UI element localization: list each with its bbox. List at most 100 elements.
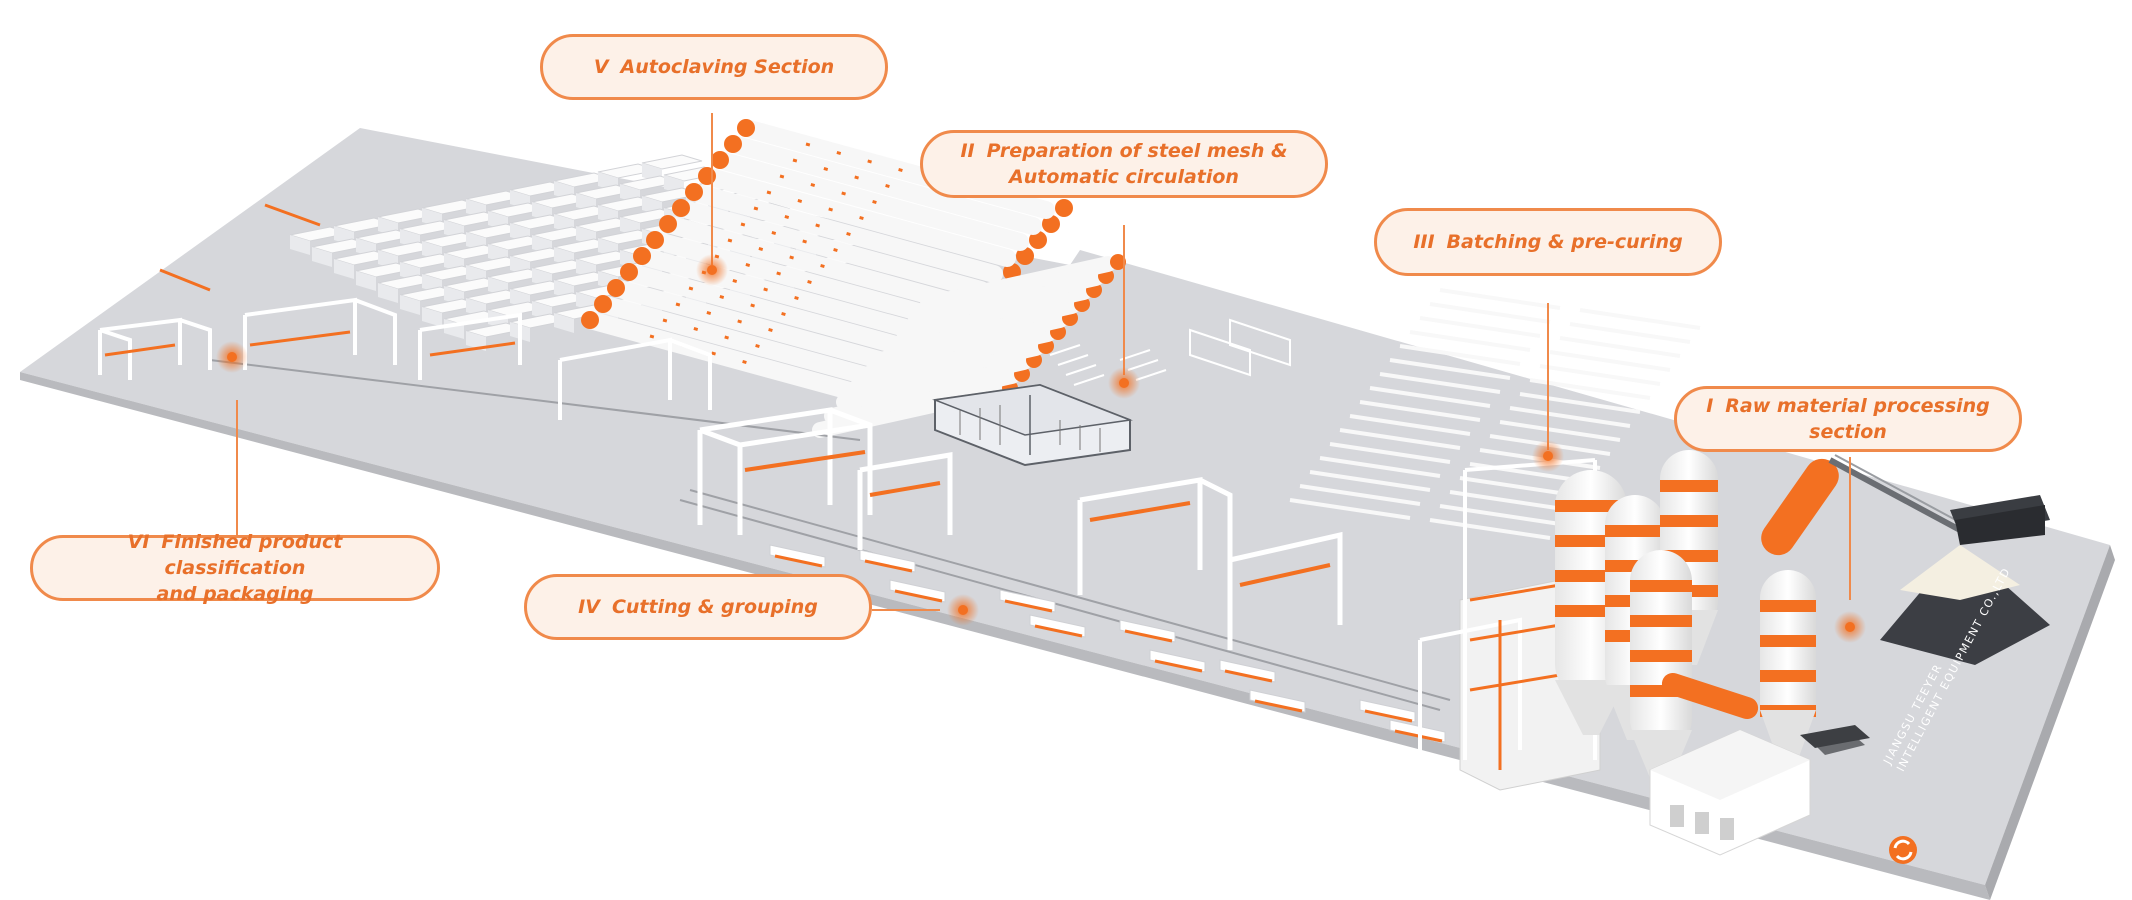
pre-curing-rack bbox=[1349, 414, 1471, 436]
autoclave-body bbox=[581, 311, 899, 411]
section-title: Autoclaving Section bbox=[620, 56, 835, 78]
section-title: Cutting & grouping bbox=[611, 596, 818, 618]
section-numeral: IV bbox=[578, 596, 600, 618]
pre-curing-rack bbox=[1339, 428, 1461, 450]
section-marker-dot bbox=[1845, 622, 1855, 632]
section-markers bbox=[216, 254, 1866, 643]
mould-cart-stripe bbox=[774, 554, 823, 568]
mould-cart-stripe bbox=[864, 559, 913, 573]
section-numeral: II bbox=[960, 140, 975, 162]
mould-cart bbox=[859, 549, 916, 573]
pre-curing-rack bbox=[1549, 350, 1671, 372]
autoclave-door bbox=[1110, 254, 1126, 270]
mould-cart-stripe bbox=[894, 589, 943, 603]
autoclave-body bbox=[672, 199, 990, 299]
autoclave-body bbox=[646, 231, 964, 331]
pre-curing-rack bbox=[1569, 322, 1691, 344]
autoclave-door bbox=[1016, 247, 1034, 265]
autoclave-door bbox=[646, 231, 664, 249]
raw-hoppers bbox=[1800, 725, 1870, 755]
pre-curing-rack bbox=[1429, 302, 1551, 324]
autoclave-body bbox=[620, 263, 938, 363]
autoclave-body bbox=[860, 326, 1056, 382]
section-marker-dot bbox=[707, 265, 717, 275]
pre-curing-rack bbox=[1509, 406, 1631, 428]
storage-block-side bbox=[290, 235, 310, 255]
autoclave-body bbox=[920, 256, 1116, 312]
silo bbox=[1630, 550, 1692, 785]
pre-curing-rack bbox=[1379, 372, 1501, 394]
autoclave-door bbox=[737, 119, 755, 137]
storage-block-side bbox=[334, 259, 354, 279]
section-marker-dot bbox=[958, 605, 968, 615]
pre-curing-rack bbox=[1439, 504, 1561, 526]
pre-curing-rack bbox=[1439, 288, 1561, 310]
raw-material-conveyor bbox=[1828, 454, 2050, 545]
section-numeral: VI bbox=[127, 531, 150, 553]
section-title-line2: section bbox=[1809, 421, 1887, 443]
mould-cart bbox=[1389, 719, 1446, 743]
mould-cart bbox=[889, 579, 946, 603]
pre-curing-rack bbox=[1559, 336, 1681, 358]
pre-curing-rack bbox=[1299, 484, 1421, 506]
mould-cart bbox=[1359, 699, 1416, 723]
mould-cart-stripe bbox=[1124, 629, 1173, 643]
pre-curing-rack bbox=[1539, 364, 1661, 386]
section-numeral: V bbox=[593, 56, 609, 78]
autoclave-body bbox=[848, 340, 1044, 396]
autoclave-door bbox=[1055, 199, 1073, 217]
mould-cart-stripe bbox=[1224, 669, 1273, 683]
autoclave-body bbox=[884, 298, 1080, 354]
mould-cart bbox=[1249, 689, 1306, 713]
pre-curing-rack bbox=[1579, 308, 1701, 330]
mould-cart-stripe bbox=[1004, 599, 1053, 613]
pre-curing-rack bbox=[1369, 386, 1491, 408]
autoclave-door bbox=[607, 279, 625, 297]
autoclave-door bbox=[594, 295, 612, 313]
autoclave-body bbox=[724, 135, 1042, 235]
storage-block-side bbox=[356, 271, 376, 291]
pre-curing-rack bbox=[1449, 490, 1571, 512]
autoclave-body bbox=[836, 354, 1032, 410]
packaging-line-accents bbox=[104, 203, 516, 357]
autoclave-door bbox=[672, 199, 690, 217]
autoclave-door bbox=[659, 215, 677, 233]
autoclave-body bbox=[908, 270, 1104, 326]
pre-curing-rack bbox=[1329, 442, 1451, 464]
silos bbox=[1555, 450, 1816, 785]
section-marker-dot bbox=[1543, 451, 1553, 461]
storage-block-side bbox=[466, 331, 486, 351]
autoclave-body bbox=[711, 151, 1029, 251]
label-autoclaving-section: V Autoclaving Section bbox=[540, 34, 888, 100]
leader-lines bbox=[236, 113, 1851, 611]
autoclave-body bbox=[594, 295, 912, 395]
sand-pile bbox=[1880, 545, 2050, 665]
storage-block-side bbox=[312, 247, 332, 267]
transfer-rails bbox=[209, 359, 1451, 711]
pre-curing-rack bbox=[1399, 344, 1521, 366]
mould-cart bbox=[1149, 649, 1206, 673]
autoclave-door bbox=[685, 183, 703, 201]
pre-curing-rack bbox=[1419, 316, 1541, 338]
mould-cart bbox=[1029, 614, 1086, 638]
autoclave-door bbox=[1042, 215, 1060, 233]
pre-curing-rack bbox=[1309, 470, 1431, 492]
section-title: Raw material processing bbox=[1725, 395, 1990, 417]
autoclave-door bbox=[711, 151, 729, 169]
autoclave-body bbox=[685, 183, 1003, 283]
pre-curing-racks bbox=[1289, 288, 1701, 540]
pre-curing-rack bbox=[1359, 400, 1481, 422]
autoclave-door bbox=[1029, 231, 1047, 249]
storage-block-side bbox=[378, 283, 398, 303]
section-title: Batching & pre-curing bbox=[1446, 231, 1683, 253]
section-title-line2: and packaging bbox=[156, 583, 314, 605]
mould-cart bbox=[999, 589, 1056, 613]
utility-building bbox=[1649, 729, 1811, 856]
section-title: Preparation of steel mesh & bbox=[986, 140, 1288, 162]
mould-cart-stripe bbox=[1254, 699, 1303, 713]
autoclave-door bbox=[724, 135, 742, 153]
section-marker-dot bbox=[227, 352, 237, 362]
